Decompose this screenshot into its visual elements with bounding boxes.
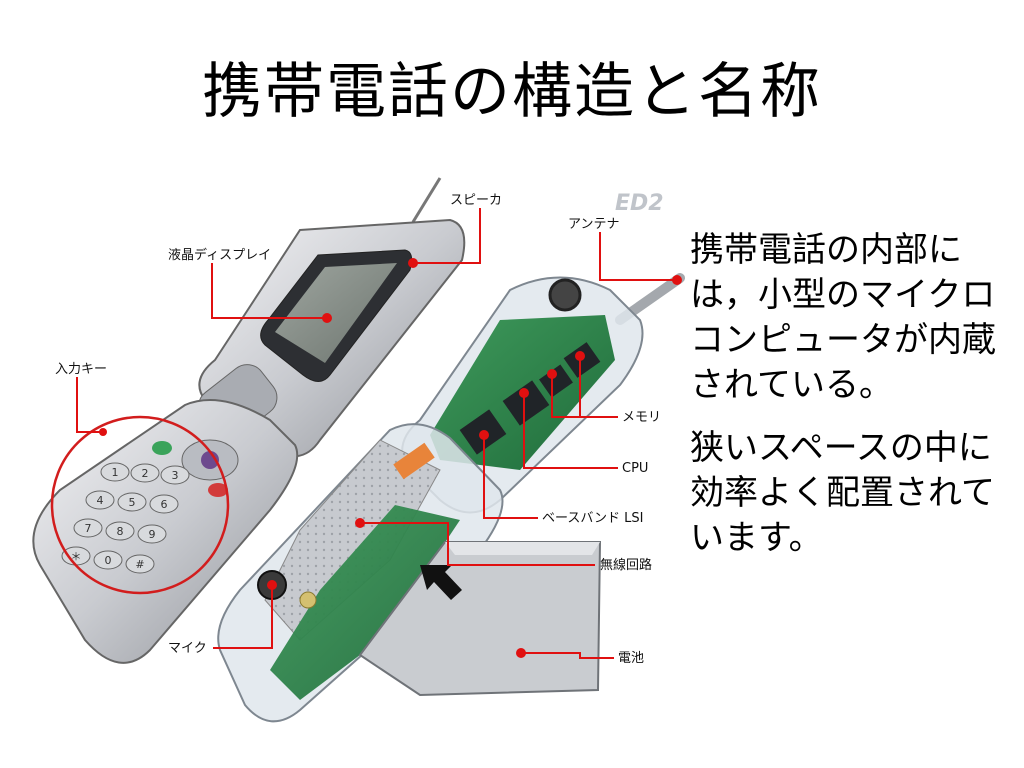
lcd-screen [275, 263, 397, 363]
label-speaker: スピーカ [450, 193, 502, 208]
keypad-highlight-circle [50, 415, 230, 595]
explanation-paragraph-1: 携帯電話の内部には，小型のマイクロコンピュータが内蔵されている。 [690, 230, 996, 405]
key-2 [130, 463, 160, 483]
dot-battery [516, 648, 526, 658]
label-memory: メモリ [622, 410, 661, 425]
leader-antenna [599, 232, 677, 281]
part-labels: スピーカ アンテナ 液晶ディスプレイ 入力キー メモリ CPU ベースバンド L… [55, 193, 661, 666]
left-phone: 1 2 3 4 5 6 7 8 9 ＊ 0 # [32, 177, 466, 664]
key-hash [125, 554, 155, 574]
key-label-7: 7 [85, 522, 92, 535]
right-phone [217, 273, 685, 723]
leader-lcd [211, 263, 327, 319]
key-label-8: 8 [117, 525, 124, 538]
key-7 [73, 518, 103, 538]
key-9 [137, 524, 167, 544]
nav-center [201, 451, 219, 469]
key-label-2: 2 [142, 467, 149, 480]
leader-baseband [483, 435, 538, 519]
dot-cpu [519, 388, 529, 398]
battery-top-face [445, 542, 600, 555]
watermark: ED2 [615, 191, 664, 216]
dot-speaker [408, 258, 418, 268]
orange-connector [393, 442, 435, 480]
key-3 [160, 465, 190, 485]
key-label-0: 0 [105, 554, 112, 567]
leader-mic [213, 585, 273, 649]
key-label-6: 6 [161, 498, 168, 511]
call-key [152, 441, 172, 455]
dot-input-keys [99, 428, 107, 436]
leader-input-keys [76, 377, 103, 433]
label-input-keys: 入力キー [55, 362, 107, 377]
key-1 [100, 462, 130, 482]
label-battery: 電池 [618, 651, 644, 666]
label-antenna: アンテナ [568, 217, 619, 232]
cpu-chip [502, 380, 550, 426]
leader-memory [551, 356, 618, 418]
label-baseband: ベースバンド LSI [542, 511, 643, 526]
key-label-5: 5 [129, 496, 136, 509]
camera [548, 278, 582, 312]
keypad: 1 2 3 4 5 6 7 8 9 ＊ 0 # [61, 441, 228, 574]
leader-dots [99, 258, 682, 658]
leader-battery [521, 652, 614, 659]
vibrator [299, 591, 317, 609]
dot-mic [267, 580, 277, 590]
lower-pcb [270, 505, 460, 700]
key-4 [85, 490, 115, 510]
dot-memory-2 [575, 351, 585, 361]
black-arrow [420, 565, 462, 600]
phone-structure-diagram: 1 2 3 4 5 6 7 8 9 ＊ 0 # [32, 177, 685, 723]
dot-memory-1 [547, 369, 557, 379]
leader-lines [76, 208, 677, 659]
key-label-4: 4 [97, 494, 104, 507]
label-lcd: 液晶ディスプレイ [168, 247, 271, 263]
dot-baseband [479, 430, 489, 440]
key-label-hash: # [135, 558, 144, 571]
leader-radio [360, 522, 595, 566]
key-label-9: 9 [149, 528, 156, 541]
label-mic: マイク [168, 641, 207, 656]
leader-speaker [413, 208, 481, 264]
explanation-text: 携帯電話の内部には，小型のマイクロコンピュータが内蔵されている。 狭いスペースの… [690, 228, 1020, 579]
memory-chip-2 [539, 364, 573, 398]
label-radio: 無線回路 [600, 557, 652, 573]
dot-radio [355, 518, 365, 528]
dot-antenna [672, 275, 682, 285]
slide-title: 携帯電話の構造と名称 [202, 57, 822, 127]
dot-lcd [322, 313, 332, 323]
key-8 [105, 521, 135, 541]
key-label-star: ＊ [71, 550, 82, 563]
key-label-3: 3 [172, 469, 179, 482]
key-5 [117, 492, 147, 512]
end-key [208, 483, 228, 497]
label-cpu: CPU [622, 461, 648, 476]
key-6 [149, 494, 179, 514]
key-0 [93, 550, 123, 570]
leader-cpu [523, 393, 618, 469]
explanation-paragraph-2: 狭いスペースの中に効率よく配置されています。 [690, 428, 995, 558]
left-phone-antenna-stub [411, 177, 442, 223]
key-label-1: 1 [112, 466, 119, 479]
